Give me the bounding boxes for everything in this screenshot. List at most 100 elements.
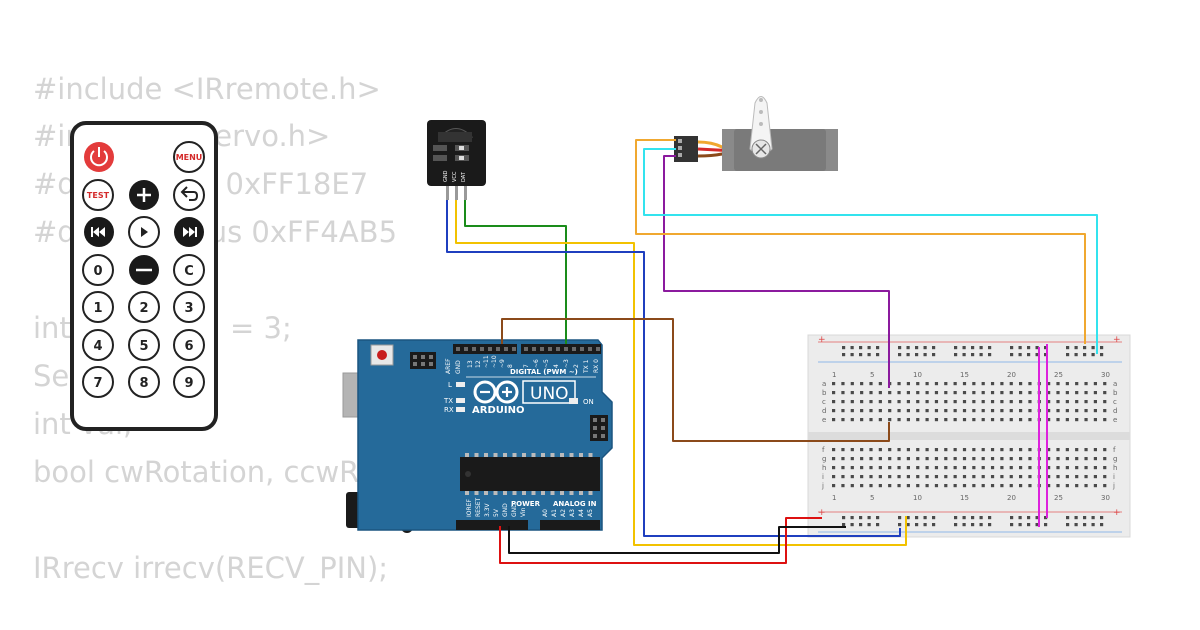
header-pin — [588, 347, 592, 351]
header-pin — [540, 347, 544, 351]
digit-button-1[interactable]: 1 — [82, 291, 114, 323]
chip-pin — [541, 453, 545, 457]
breadboard-hole — [1047, 466, 1051, 470]
breadboard-hole — [878, 391, 882, 395]
column-number: 30 — [1101, 371, 1110, 379]
row-letter: f — [1113, 446, 1116, 454]
breadboard-hole — [1065, 391, 1069, 395]
digit-button-9[interactable]: 9 — [173, 366, 205, 398]
breadboard-hole — [869, 418, 873, 422]
breadboard-hole — [906, 400, 910, 404]
breadboard-hole — [850, 484, 854, 488]
digit-button-8[interactable]: 8 — [128, 366, 160, 398]
wire-5v-power — [499, 517, 822, 564]
minus-button[interactable] — [129, 255, 159, 285]
breadboard-hole — [1093, 409, 1097, 413]
breadboard-hole — [906, 418, 910, 422]
pin-label: A4 — [578, 509, 585, 517]
breadboard-hole — [1075, 382, 1079, 386]
digit-button-3[interactable]: 3 — [173, 291, 205, 323]
button-label: 2 — [139, 301, 148, 316]
pin-label: 2 — [573, 364, 580, 368]
breadboard-hole — [953, 400, 957, 404]
rewind-button[interactable] — [84, 217, 114, 247]
breadboard-hole — [1066, 353, 1070, 357]
reset-button-cap[interactable] — [377, 350, 387, 360]
digit-button-7[interactable]: 7 — [82, 366, 114, 398]
breadboard-hole — [1028, 475, 1032, 479]
breadboard-hole — [1065, 400, 1069, 404]
breadboard-hole — [934, 382, 939, 386]
breadboard-hole — [878, 466, 882, 470]
rail-plus-marker: + — [1113, 508, 1121, 518]
breadboard-hole — [888, 409, 892, 413]
breadboard-hole — [842, 353, 846, 357]
arduino-logo — [473, 380, 519, 404]
breadboard-hole — [1044, 516, 1048, 520]
breadboard-hole — [850, 382, 854, 386]
breadboard-hole — [932, 353, 936, 357]
zero-button[interactable]: 0 — [82, 254, 114, 286]
chip-pins — [465, 453, 593, 495]
breadboard-hole — [1009, 409, 1013, 413]
breadboard-hole — [1019, 448, 1023, 452]
pin-label: 12 — [475, 360, 482, 368]
breadboard-hole — [990, 484, 995, 488]
breadboard-hole — [1000, 382, 1004, 386]
digital-pin-header — [453, 344, 601, 354]
digit-button-5[interactable]: 5 — [128, 329, 160, 361]
pin-label: DAT — [461, 171, 467, 182]
breadboard-hole — [916, 457, 920, 461]
test-button[interactable]: TEST — [82, 179, 114, 211]
breadboard-hole — [1056, 409, 1060, 413]
plus-button[interactable] — [129, 180, 159, 210]
breadboard-hole — [876, 353, 880, 357]
chip-pin — [474, 453, 479, 457]
breadboard-hole — [1056, 391, 1060, 395]
column-number: 1 — [832, 371, 836, 379]
wire-ir-vcc — [455, 200, 907, 546]
breadboard-hole — [888, 466, 892, 470]
breadboard-hole — [841, 391, 845, 395]
breadboard-hole — [972, 466, 976, 470]
breadboard-hole — [953, 391, 957, 395]
on-led — [569, 398, 578, 404]
breadboard-hole — [1019, 484, 1023, 488]
breadboard-hole — [1103, 391, 1107, 395]
chip-pin — [503, 453, 507, 457]
breadboard-hole — [1056, 448, 1060, 452]
breadboard-hole — [1009, 382, 1013, 386]
breadboard-hole — [869, 391, 873, 395]
arduino-uno-board: AREF GND 13 12 ~11 ~10 ~9 8 7 ~6 ~5 4 ~3… — [342, 339, 613, 533]
wire-ir-gnd — [446, 200, 901, 537]
breadboard-hole — [841, 448, 845, 452]
breadboard-hole — [972, 457, 976, 461]
digit-button-4[interactable]: 4 — [82, 329, 114, 361]
breadboard-hole — [1065, 457, 1069, 461]
arduino-brand-label: ARDUINO — [472, 405, 524, 416]
led — [456, 382, 465, 387]
breadboard-hole — [850, 475, 854, 479]
clear-button[interactable]: C — [173, 254, 205, 286]
breadboard-hole — [1083, 516, 1087, 520]
column-number: 15 — [960, 494, 969, 502]
menu-button[interactable]: MENU — [173, 141, 205, 173]
play-button[interactable] — [128, 216, 160, 248]
breadboard-hole — [1084, 409, 1088, 413]
breadboard-hole — [1056, 484, 1060, 488]
servo-lead-brown — [697, 152, 737, 158]
menu-button-label: MENU — [176, 153, 203, 162]
breadboard-hole — [916, 400, 920, 404]
breadboard-hole — [1035, 346, 1039, 350]
breadboard-hole — [1083, 523, 1087, 527]
digit-button-6[interactable]: 6 — [173, 329, 205, 361]
breadboard-hole — [916, 475, 920, 479]
back-button[interactable] — [173, 179, 205, 211]
breadboard-hole — [1019, 382, 1023, 386]
breadboard-hole — [988, 346, 992, 350]
breadboard-hole — [1028, 448, 1032, 452]
fast-forward-button[interactable] — [174, 217, 204, 247]
digit-button-2[interactable]: 2 — [128, 291, 160, 323]
column-number: 1 — [832, 494, 836, 502]
power-button[interactable] — [84, 142, 114, 172]
